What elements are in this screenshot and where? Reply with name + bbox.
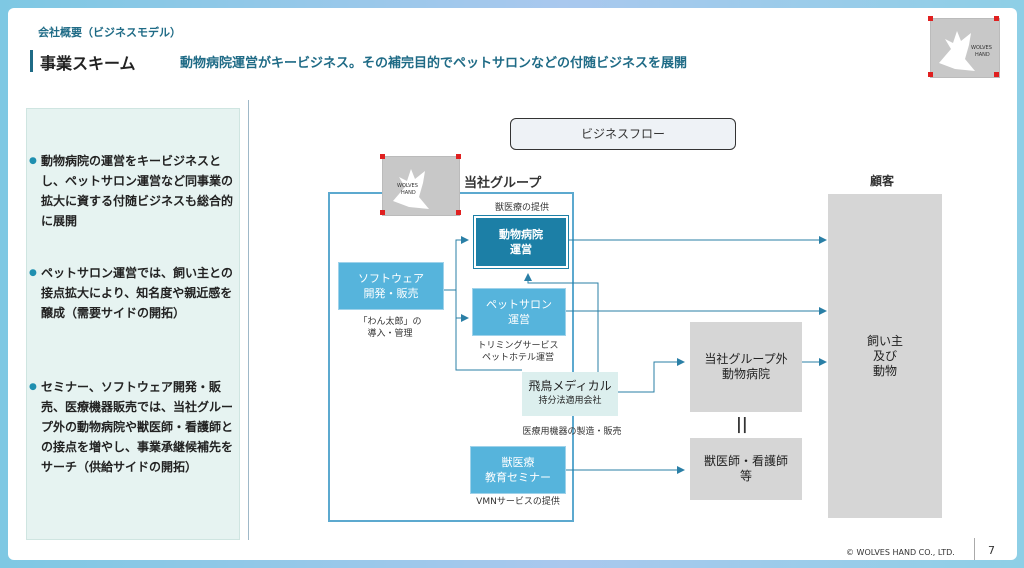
- software-node: ソフトウェア 開発・販売: [338, 262, 444, 310]
- company-logo: WOLVES HAND: [930, 18, 1000, 78]
- bullet-seminar-software: セミナー、ソフトウェア開発・販売、医療機器販売では、当社グループ外の動物病院や獣…: [29, 377, 237, 477]
- svg-text:WOLVES: WOLVES: [971, 45, 992, 51]
- selection-handle: [380, 210, 385, 215]
- selection-handle: [928, 72, 933, 77]
- wolf-logo-icon: WOLVES HAND: [939, 31, 992, 71]
- salon-caption: トリミングサービス ペットホテル運営: [477, 341, 559, 363]
- section-label: 会社概要（ビジネスモデル）: [38, 26, 181, 39]
- wolf-logo-icon: WOLVES HAND: [393, 169, 429, 209]
- bullet-pet-salon: ペットサロン運営では、飼い主との接点拡大により、知名度や親近感を醸成（需要サイド…: [29, 263, 237, 323]
- vertical-divider: [248, 100, 249, 540]
- svg-text:WOLVES: WOLVES: [397, 183, 418, 189]
- svg-text:HAND: HAND: [975, 52, 990, 58]
- page-subtitle: 動物病院運営がキービジネス。その補完目的でペットサロンなどの付随ビジネスを展開: [180, 56, 688, 71]
- external-hospital-node: 当社グループ外 動物病院: [690, 322, 802, 412]
- salon-node: ペットサロン 運営: [472, 288, 566, 336]
- summary-panel: 動物病院の運営をキービジネスとし、ペットサロン運営など同事業の拡大に資する付随ビ…: [26, 108, 240, 540]
- footer-divider: [974, 538, 975, 560]
- hospital-caption: 獣医療の提供: [494, 203, 549, 213]
- business-flow-label: ビジネスフロー: [510, 118, 736, 150]
- seminar-caption: VMNサービスの提供: [476, 497, 560, 507]
- vets-node: 獣医師・看護師 等: [690, 438, 802, 500]
- hospital-label-1: 動物病院: [499, 228, 543, 241]
- software-caption: 「わん太郎」の 導入・管理: [358, 317, 422, 339]
- external-hospital-label-1: 当社グループ外: [704, 352, 788, 366]
- customers-node: 飼い主 及び 動物: [828, 194, 942, 518]
- salon-label-2: 運営: [508, 313, 530, 326]
- salon-label-1: ペットサロン: [486, 298, 552, 311]
- seminar-label-1: 獣医療: [501, 456, 535, 469]
- external-hospital-label-2: 動物病院: [721, 367, 770, 381]
- customers-label-3: 動物: [872, 363, 897, 378]
- selection-handle: [380, 154, 385, 159]
- medical-caption: 医療用機器の製造・販売: [522, 427, 622, 437]
- medical-node: 飛鳥メディカル 持分法適用会社: [522, 372, 618, 416]
- medical-label-2: 持分法適用会社: [538, 396, 602, 406]
- seminar-label-2: 教育セミナー: [485, 471, 551, 484]
- hospital-node: 動物病院 運営: [474, 216, 568, 268]
- equals-mark: ||: [736, 414, 748, 433]
- software-label-2: 開発・販売: [363, 287, 419, 300]
- hospital-label-2: 運営: [510, 243, 532, 256]
- selection-handle: [994, 72, 999, 77]
- selection-handle: [928, 16, 933, 21]
- customers-label-1: 飼い主: [866, 333, 903, 348]
- svg-text:HAND: HAND: [401, 190, 416, 196]
- customers-label-2: 及び: [872, 348, 897, 363]
- medical-label-1: 飛鳥メディカル: [528, 379, 612, 393]
- selection-handle: [994, 16, 999, 21]
- selection-handle: [456, 210, 461, 215]
- title-accent-bar: [30, 50, 33, 72]
- selection-handle: [456, 154, 461, 159]
- seminar-node: 獣医療 教育セミナー: [470, 446, 566, 494]
- bullet-key-business: 動物病院の運営をキービジネスとし、ペットサロン運営など同事業の拡大に資する付随ビ…: [29, 151, 237, 231]
- group-title: 当社グループ: [464, 176, 542, 191]
- page-title: 事業スキーム: [40, 54, 136, 73]
- slide: 会社概要（ビジネスモデル） 事業スキーム 動物病院運営がキービジネス。その補完目…: [8, 8, 1017, 560]
- page-number: 7: [988, 544, 995, 557]
- vets-label-1: 獣医師・看護師: [703, 454, 788, 468]
- group-logo: WOLVES HAND: [382, 156, 460, 216]
- vets-label-2: 等: [739, 469, 752, 483]
- software-label-1: ソフトウェア: [358, 272, 424, 285]
- copyright: © WOLVES HAND CO., LTD.: [846, 548, 955, 557]
- customer-title: 顧客: [870, 174, 895, 188]
